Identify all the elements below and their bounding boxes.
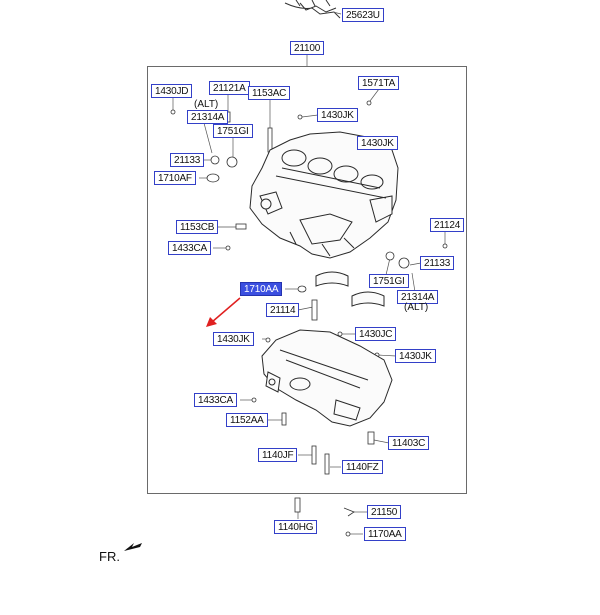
assembly-frame bbox=[147, 66, 467, 494]
part-label-1430jc[interactable]: 1430JC bbox=[355, 327, 397, 341]
part-label-21121a[interactable]: 21121A bbox=[209, 81, 250, 95]
part-label-1152aa[interactable]: 1152AA bbox=[226, 413, 268, 427]
part-label-1571ta[interactable]: 1571TA bbox=[358, 76, 400, 90]
part-label-1140hg[interactable]: 1140HG bbox=[274, 520, 318, 534]
part-label-21133-left[interactable]: 21133 bbox=[170, 153, 205, 167]
cylinder-block bbox=[249, 131, 399, 259]
part-label-1153ac[interactable]: 1153AC bbox=[248, 86, 291, 100]
part-label-1433ca-upper[interactable]: 1433CA bbox=[168, 241, 211, 255]
part-label-1430jk-left[interactable]: 1430JK bbox=[213, 332, 254, 346]
part-label-21124[interactable]: 21124 bbox=[430, 218, 465, 232]
lower-crankcase bbox=[261, 329, 393, 427]
part-label-21150[interactable]: 21150 bbox=[367, 505, 402, 519]
part-label-1433ca-lower[interactable]: 1433CA bbox=[194, 393, 237, 407]
part-label-1751gi-right[interactable]: 1751GI bbox=[369, 274, 409, 288]
timing-part-fragment bbox=[284, 0, 341, 19]
part-label-21114[interactable]: 21114 bbox=[266, 303, 300, 317]
part-label-1710af[interactable]: 1710AF bbox=[154, 171, 196, 185]
part-label-1140jf[interactable]: 1140JF bbox=[258, 448, 298, 462]
part-label-1430jk-right[interactable]: 1430JK bbox=[357, 136, 398, 150]
part-label-25623u[interactable]: 25623U bbox=[342, 8, 384, 22]
part-label-1170aa[interactable]: 1170AA bbox=[364, 527, 406, 541]
pointer-arrow bbox=[206, 297, 241, 327]
front-direction-arrow bbox=[124, 543, 142, 551]
alt-note-bottom: (ALT) bbox=[404, 302, 429, 313]
part-label-1430jk-upper[interactable]: 1430JK bbox=[317, 108, 358, 122]
part-label-21314a-right[interactable]: 21314A bbox=[397, 290, 439, 304]
part-label-21314a-left[interactable]: 21314A bbox=[187, 110, 229, 124]
bearing-caps bbox=[315, 271, 385, 307]
part-label-1751gi-left[interactable]: 1751GI bbox=[213, 124, 253, 138]
part-label-21133-right[interactable]: 21133 bbox=[420, 256, 455, 270]
part-label-11403c[interactable]: 11403C bbox=[388, 436, 430, 450]
front-label: FR. bbox=[99, 549, 120, 564]
part-label-1710aa-selected[interactable]: 1710AA bbox=[240, 282, 283, 296]
part-label-1140fz[interactable]: 1140FZ bbox=[342, 460, 383, 474]
part-label-1153cb[interactable]: 1153CB bbox=[176, 220, 219, 234]
part-label-1430jd[interactable]: 1430JD bbox=[151, 84, 193, 98]
part-label-21100[interactable]: 21100 bbox=[290, 41, 325, 55]
alt-note-top: (ALT) bbox=[194, 99, 219, 110]
part-label-1430jk-lower-right[interactable]: 1430JK bbox=[395, 349, 436, 363]
